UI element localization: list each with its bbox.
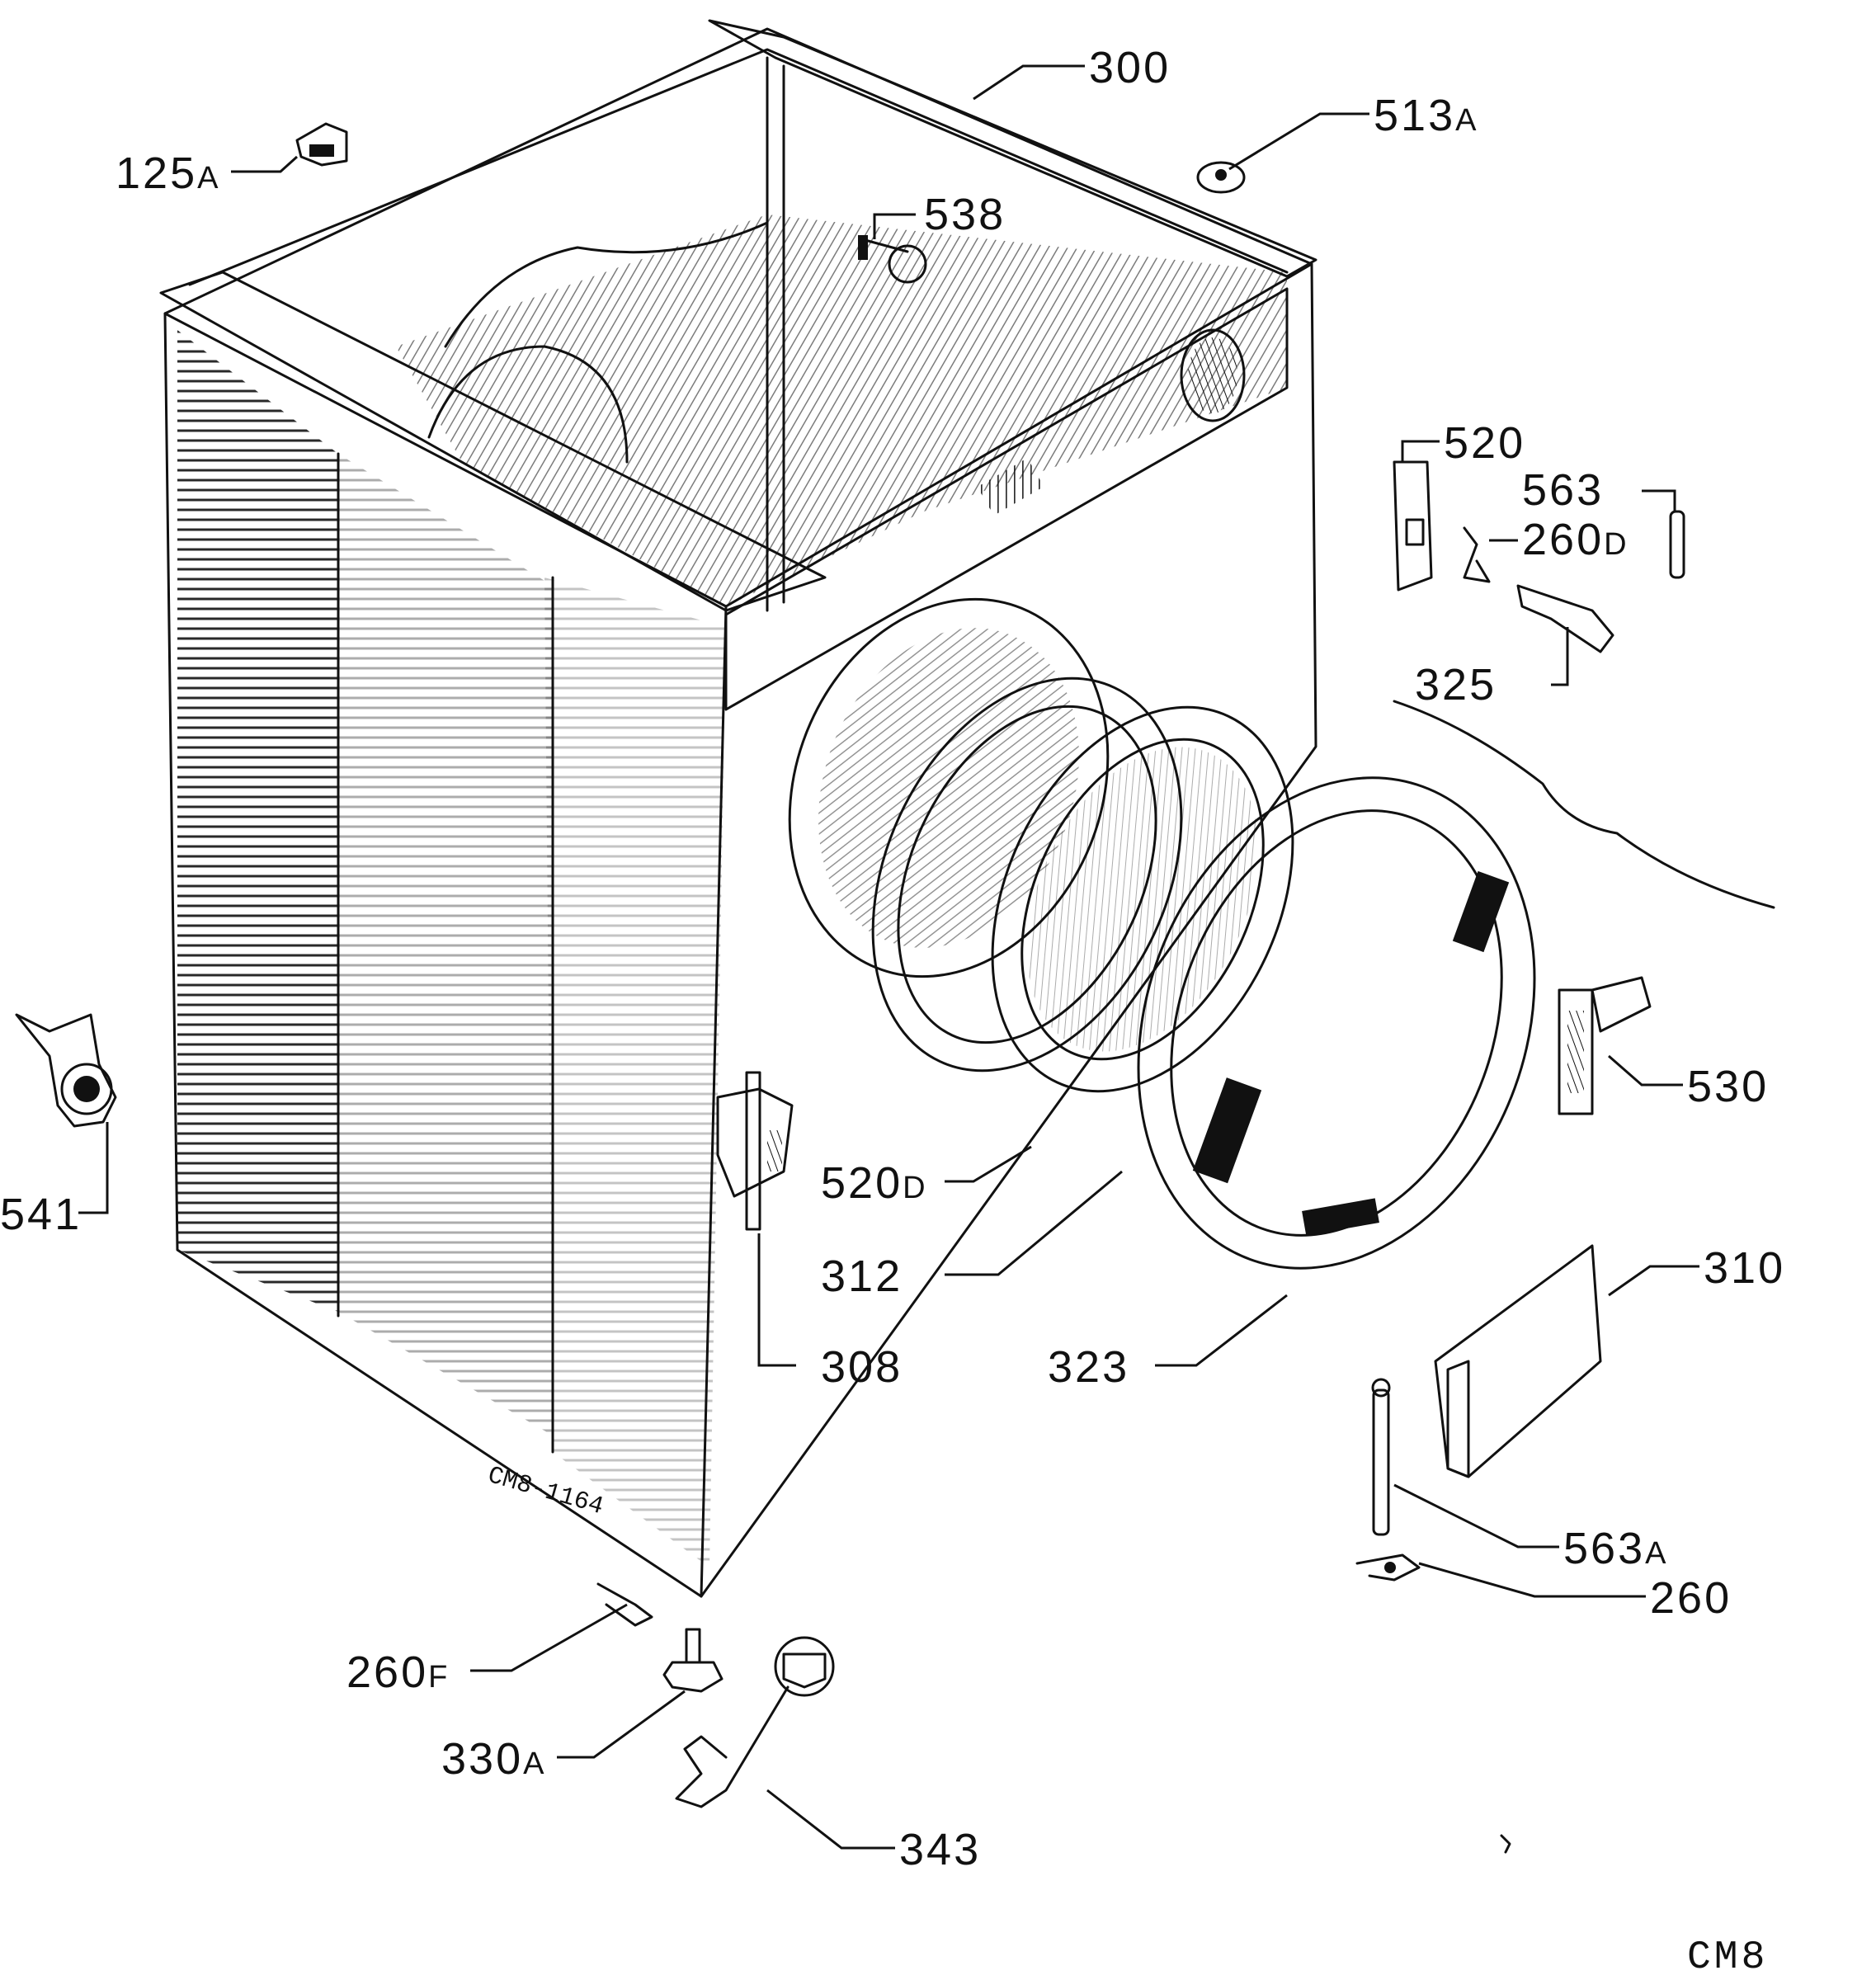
label-312: 312 — [821, 1252, 903, 1301]
wrench-343-icon — [675, 1636, 835, 1808]
leader-lines — [78, 64, 1699, 1850]
clip-125a-icon — [295, 122, 348, 167]
foot-cap-513a-icon — [1196, 161, 1246, 194]
hinge-308-icon — [716, 1071, 794, 1231]
label-260f: 260F — [346, 1648, 450, 1697]
label-343: 343 — [899, 1825, 981, 1874]
label-563: 563 — [1522, 465, 1604, 515]
latch-plate-520-icon — [1393, 460, 1433, 592]
label-308: 308 — [821, 1342, 903, 1392]
clip-260f-icon — [596, 1582, 653, 1627]
pin-563a-icon — [1371, 1378, 1391, 1536]
door-inner-frame — [991, 705, 1294, 1093]
label-300: 300 — [1089, 43, 1171, 92]
label-330a: 330A — [441, 1734, 546, 1784]
label-260d: 260D — [1522, 515, 1629, 564]
sheet-code: CM8 — [1687, 1935, 1768, 1980]
label-125a: 125A — [115, 148, 220, 198]
label-260: 260 — [1650, 1573, 1732, 1623]
label-323: 323 — [1048, 1342, 1129, 1392]
label-520d: 520D — [821, 1158, 928, 1208]
label-563a: 563A — [1563, 1524, 1668, 1573]
spring-260-icon — [1355, 1553, 1421, 1582]
door-handle-530-icon — [1558, 976, 1652, 1115]
pin-563-icon — [1669, 510, 1685, 579]
hook-325-icon — [1516, 584, 1614, 653]
foot-330a-icon — [662, 1628, 724, 1693]
part-labels: 300 513A 125A 538 520 563 260D 325 530 5… — [0, 43, 1785, 1874]
cabinet-300 — [159, 19, 1317, 1598]
pump-bracket-541-icon — [15, 1013, 117, 1128]
label-530: 530 — [1687, 1062, 1769, 1111]
spring-260d-icon — [1463, 526, 1491, 583]
label-325: 325 — [1415, 660, 1497, 710]
label-310: 310 — [1704, 1243, 1785, 1293]
plug-538-icon — [858, 235, 927, 284]
door-ring-323 — [1137, 776, 1536, 1270]
label-520: 520 — [1444, 418, 1525, 468]
label-538: 538 — [924, 190, 1006, 239]
label-541: 541 — [0, 1190, 82, 1239]
label-513a: 513A — [1374, 91, 1478, 140]
cover-310-icon — [1434, 1244, 1602, 1478]
